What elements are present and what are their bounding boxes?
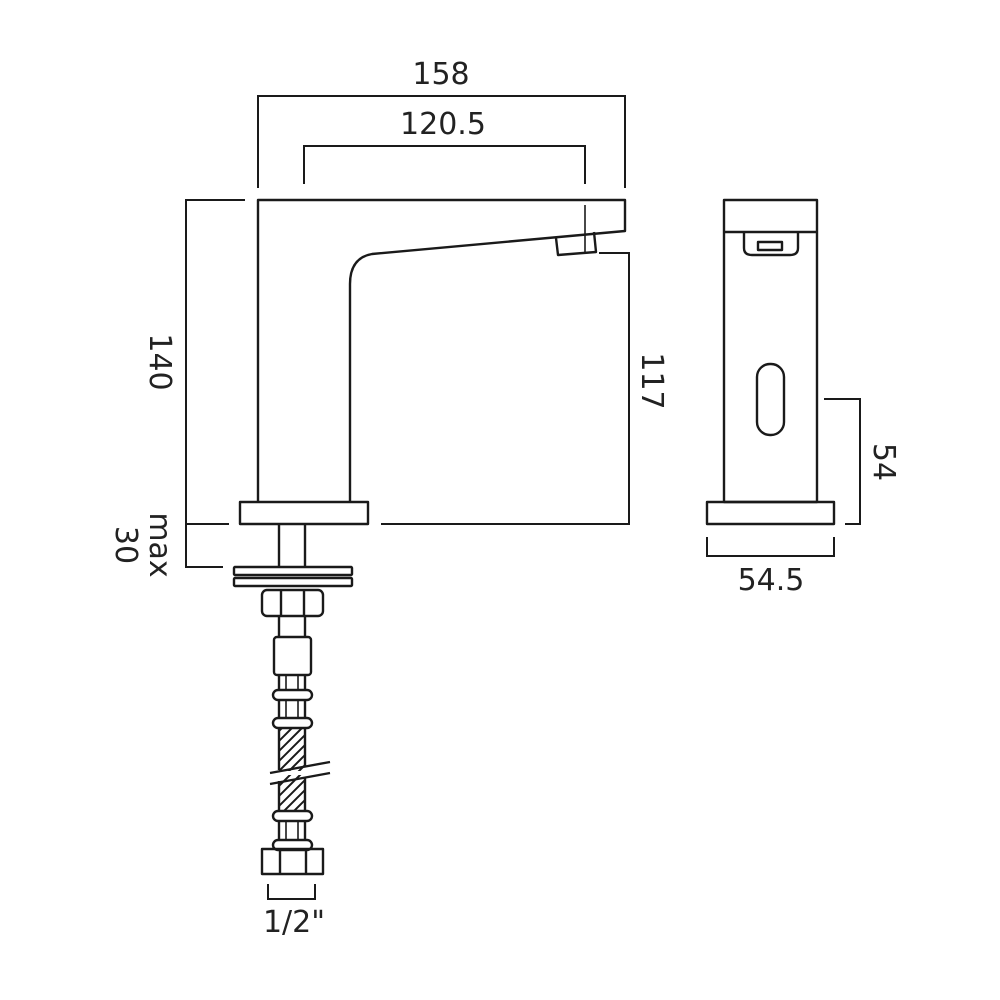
- label-54: 54: [866, 443, 901, 481]
- hose-ring: [271, 716, 314, 730]
- label-117: 117: [634, 352, 669, 409]
- dimension-connection-size: 1/2": [263, 884, 325, 940]
- side-view-tap: [232, 198, 627, 876]
- label-max: max: [142, 512, 177, 577]
- break-line: [269, 760, 331, 775]
- hose-ring: [271, 688, 314, 702]
- sensor-window: [755, 362, 786, 437]
- front-view-tap: [705, 198, 836, 526]
- washer-bottom: [232, 576, 354, 588]
- front-aerator: [742, 232, 800, 257]
- front-base-plate: [705, 500, 836, 526]
- front-body: [722, 198, 819, 504]
- base-plate: [238, 500, 370, 526]
- braided-hose: [269, 727, 331, 811]
- label-120-5: 120.5: [400, 107, 486, 142]
- dimension-max-deck-thickness: max 30: [108, 512, 229, 578]
- dimension-sensor-height: 54: [824, 398, 901, 525]
- label-140: 140: [142, 333, 177, 390]
- fixing-nut: [260, 588, 325, 618]
- dimension-overall-length: 158: [257, 57, 626, 188]
- hose-connector: [272, 635, 313, 677]
- label-158: 158: [412, 57, 469, 92]
- label-half-inch: 1/2": [263, 905, 325, 940]
- aerator: [554, 231, 598, 257]
- label-30: 30: [108, 526, 143, 564]
- dimension-base-width: 54.5: [706, 537, 835, 598]
- tap-connector-nut: [260, 847, 325, 876]
- dimension-spout-height: 117: [381, 252, 669, 525]
- dimension-overall-height: 140: [142, 199, 245, 525]
- aerator-insert: [756, 240, 784, 252]
- dimension-spout-reach: 120.5: [303, 107, 586, 184]
- washer-top: [232, 565, 354, 577]
- hose-ring: [271, 809, 314, 823]
- tap-body-outline: [256, 198, 627, 502]
- label-54-5: 54.5: [738, 563, 805, 598]
